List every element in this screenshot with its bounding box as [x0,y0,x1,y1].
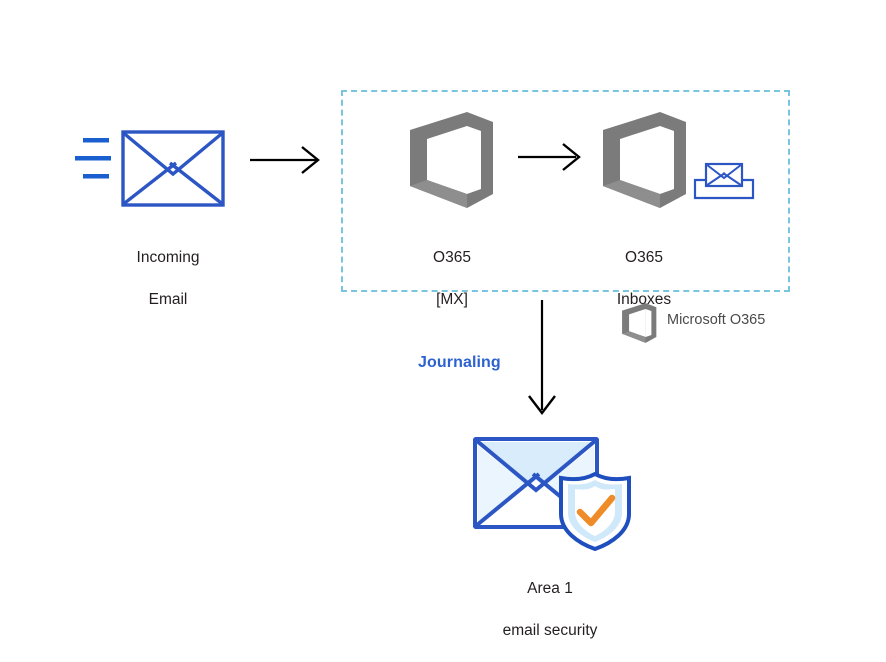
envelope-icon [75,130,225,207]
envelope-diagonal-left [122,161,178,206]
arrow-incoming-to-mx [250,143,330,177]
envelope-flap [122,131,224,177]
speed-line-middle [75,156,111,161]
node-incoming-email [75,130,235,210]
office-icon-shadow [603,180,660,208]
office-365-icon [622,303,657,343]
incoming-email-caption: Incoming Email [88,226,248,331]
office-365-icon [410,112,493,208]
office-icon-shadow [622,331,646,343]
o365-mx-label-line1: O365 [433,249,471,266]
area1-envelope-left-fill [478,446,530,524]
area1-envelope-flap-line [475,439,597,493]
node-inbox-tray [693,158,755,204]
area1-envelope-diagonal-left [475,472,541,527]
incoming-email-label-line2: Email [148,291,188,308]
node-area1-email-security [468,432,633,552]
office-icon-page [427,126,467,194]
area1-label-line1: Area 1 [527,580,573,597]
arrow-inboxes-to-area1 [520,300,566,420]
node-o365-inboxes [598,112,690,208]
o365-group-boundary [341,90,790,292]
inbox-tray-icon [693,162,755,200]
arrow-head [301,146,320,174]
arrow-mx-to-inboxes [518,140,590,174]
speed-line-bottom [83,174,109,179]
office-icon-shadow [410,180,467,208]
legend-icon-wrap [620,303,658,343]
area1-label-line2: email security [502,622,598,639]
area1-envelope-flap-fill [478,442,594,490]
office-icon-page [629,308,646,338]
o365-inboxes-label-line1: O365 [625,249,663,266]
arrow-head [528,395,556,415]
journaling-edge-label: Journaling [418,354,501,371]
inbox-envelope-diagonal-left [705,172,726,187]
legend-label: Microsoft O365 [667,312,766,328]
arrow-head [562,143,581,171]
incoming-email-label-line1: Incoming [136,249,200,266]
office-365-icon [603,112,686,208]
o365-inboxes-caption: O365 Inboxes [564,226,724,331]
o365-mx-caption: O365 [MX] [372,226,532,331]
node-o365-mx [405,112,497,208]
office-icon-facet [660,126,674,194]
envelope-diagonal-right [168,161,224,206]
office-icon-facet [645,308,652,338]
office-icon-page [620,126,660,194]
area1-shield-face [575,486,615,536]
o365-inboxes-label-line2: Inboxes [616,291,672,308]
area1-caption: Area 1 email security [455,557,645,662]
inbox-envelope-diagonal-right [722,172,743,187]
office-icon-facet [467,126,481,194]
inbox-envelope-flap [705,163,743,180]
area1-shield-check-icon [576,494,616,527]
secure-email-shield-icon [473,437,631,552]
o365-mx-label-line2: [MX] [436,291,468,308]
speed-line-top [83,138,109,143]
